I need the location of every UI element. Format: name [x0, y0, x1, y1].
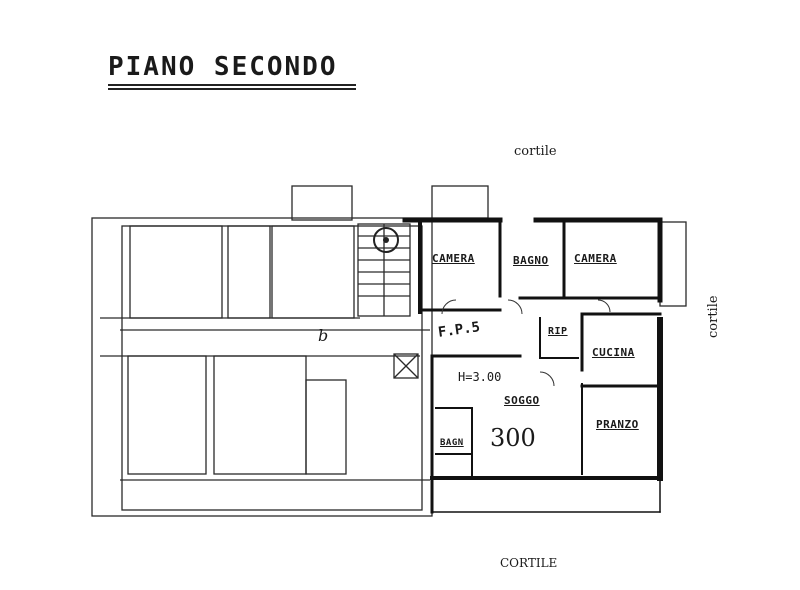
- room-ul-2: [227, 225, 271, 319]
- room-bagno-top: BAGNO: [513, 254, 549, 267]
- label-cortile-right: cortile: [706, 295, 721, 338]
- label-cortile-bottom: CORTILE: [500, 556, 558, 570]
- right-annex: [659, 221, 687, 307]
- plan-title: PIANO SECONDO: [108, 52, 338, 82]
- room-ll-2: [213, 355, 307, 475]
- right-balcony: [431, 185, 489, 219]
- top-balcony: [291, 185, 353, 221]
- title-underline: [108, 84, 356, 86]
- room-ul-3: [271, 225, 355, 319]
- label-cortile-top: cortile: [514, 144, 557, 159]
- room-ll-3: [305, 379, 347, 475]
- height-annotation: H=3.00: [458, 370, 502, 384]
- room-rip: RIP: [548, 326, 568, 337]
- room-camera-right: CAMERA: [574, 252, 617, 265]
- lift-shaft: [393, 353, 419, 379]
- room-bagno-small: BAGN: [440, 438, 464, 448]
- room-cucina: CUCINA: [592, 346, 635, 359]
- left-wing-outline: [91, 217, 433, 517]
- room-ll-1: [127, 355, 207, 475]
- mark-b: b: [318, 326, 329, 345]
- room-camera-left: CAMERA: [432, 252, 475, 265]
- stair-circle: [373, 227, 399, 253]
- title-underline-2: [108, 88, 356, 90]
- room-soggiorno: SOGGO: [504, 394, 540, 407]
- room-ul-1: [129, 225, 223, 319]
- room-pranzo: PRANZO: [596, 418, 639, 431]
- area-annotation: 300: [490, 424, 536, 452]
